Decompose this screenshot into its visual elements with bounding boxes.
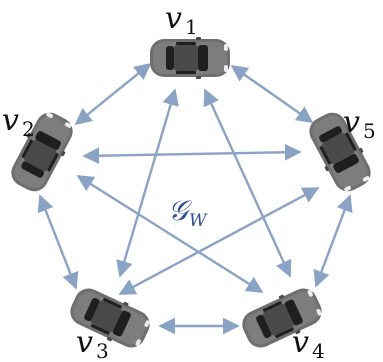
vehicles-group (11, 37, 371, 348)
edges-group (37, 62, 353, 335)
edge-v1-v3 (116, 88, 179, 278)
car-icon-v3 (70, 288, 150, 348)
edge-v2-v3 (37, 194, 79, 290)
car-icon-v5 (309, 112, 371, 192)
edge-v1-v4 (203, 88, 292, 278)
edge-v2-v5 (82, 143, 302, 165)
graph-label: 𝒢W (168, 194, 208, 231)
edge-v1-v2 (74, 62, 152, 126)
edge-v3-v5 (118, 186, 320, 296)
edge-v4-v5 (313, 194, 353, 288)
car-icon-v2 (11, 112, 73, 192)
car-icon-v4 (242, 288, 322, 348)
edge-v1-v5 (230, 65, 314, 123)
car-icon-v1 (150, 37, 230, 79)
